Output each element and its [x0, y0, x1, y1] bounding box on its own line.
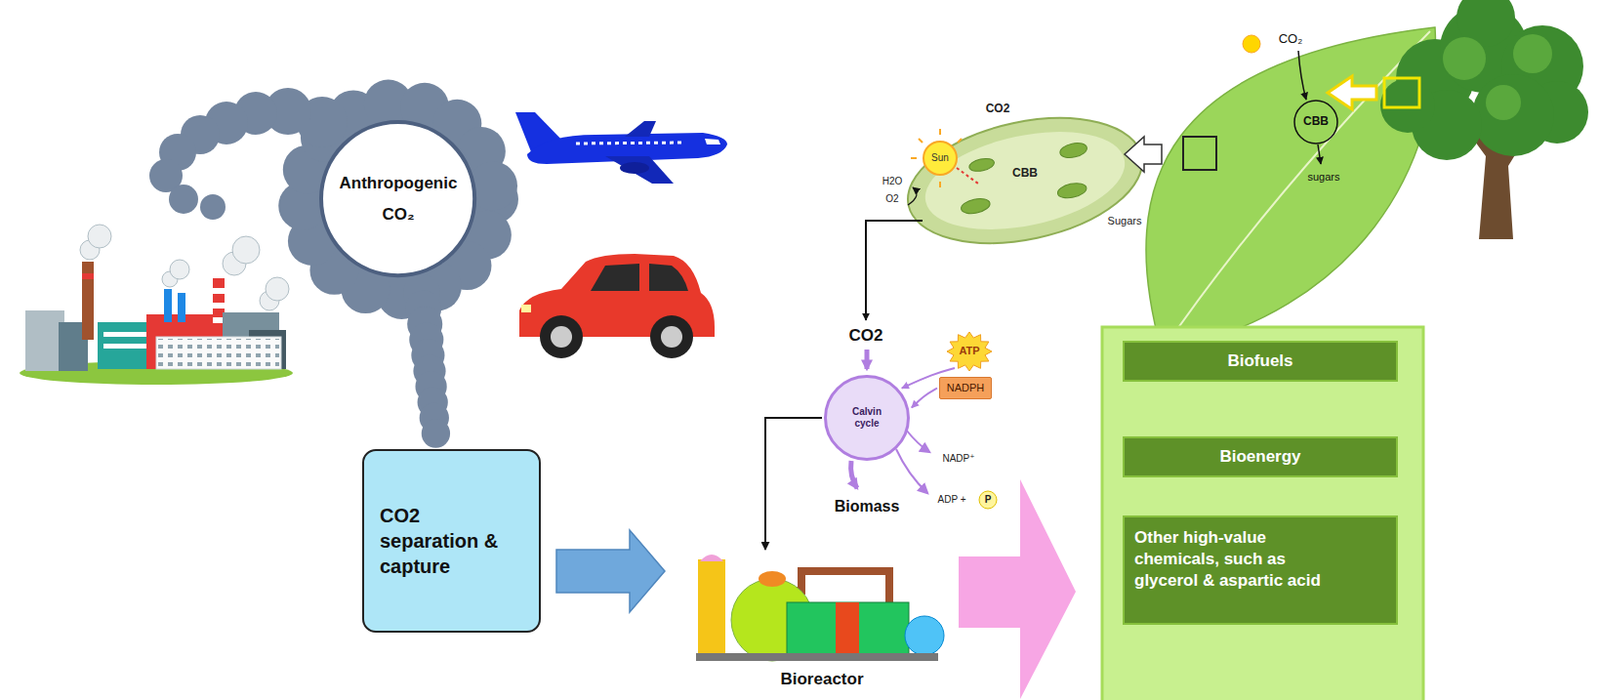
cycle-label: CBB: [1010, 166, 1040, 181]
cofactor-label: NADP⁺: [940, 452, 977, 465]
node-text: CO2 separation & capture: [379, 502, 502, 579]
chloroplast-label: CO2: [984, 102, 1013, 117]
sun-label: Sun: [931, 152, 949, 165]
cycle-label: CBB: [1301, 115, 1331, 129]
molecule-label: CO2: [847, 326, 886, 346]
smoke-puff: [168, 184, 199, 214]
energy-burst: ATP: [946, 331, 992, 371]
product-band: Other high-value chemicals, such as glyc…: [1122, 515, 1398, 625]
output-arrow: [958, 479, 1076, 699]
smoke-cloud: [149, 80, 519, 449]
node-text: Bioenergy: [1219, 447, 1301, 467]
node-text: Biofuels: [1227, 351, 1293, 371]
molecule-label: CO₂: [1276, 32, 1306, 47]
node-text: Anthropogenic CO₂: [334, 167, 462, 232]
cycle-circle: Calvin cycle: [823, 374, 910, 461]
product-band: Bioenergy: [1122, 436, 1398, 478]
airplane: [515, 112, 728, 184]
connector-arrow: [556, 530, 665, 613]
factory: [19, 224, 293, 385]
node-text: Bioreactor: [779, 669, 863, 690]
car: [519, 253, 715, 359]
process-box: CO2 separation & capture: [362, 449, 541, 633]
node-text: Other high-value chemicals, such as glyc…: [1134, 527, 1335, 592]
node-text: ATP: [958, 344, 980, 358]
product-panel: [1102, 327, 1424, 700]
circle-outline: [319, 120, 477, 278]
product-label: Biomass: [832, 497, 903, 516]
node-text: NADPH: [946, 381, 985, 395]
tree: [1327, 0, 1589, 240]
chloroplast: [865, 98, 1162, 321]
cofactor-box: NADPH: [939, 376, 992, 400]
product-band: Biofuels: [1122, 340, 1398, 382]
product-label: Sugars: [1106, 214, 1145, 228]
connector-arrow: [765, 417, 822, 550]
phosphate-label: P: [984, 493, 992, 506]
molecule-label: O2: [883, 193, 901, 206]
product-label: sugars: [1305, 170, 1342, 184]
emission-circle: Anthropogenic CO₂: [319, 120, 477, 278]
molecule-label: H2O: [880, 175, 905, 188]
connector-arrow: [911, 388, 938, 409]
bioreactor: Bioreactor: [694, 551, 950, 694]
smoke-puff: [200, 194, 226, 220]
smoke-puff: [421, 418, 451, 448]
node-text: Calvin cycle: [845, 406, 889, 430]
cofactor-label: ADP +: [936, 493, 969, 506]
leaf: [1144, 27, 1436, 370]
